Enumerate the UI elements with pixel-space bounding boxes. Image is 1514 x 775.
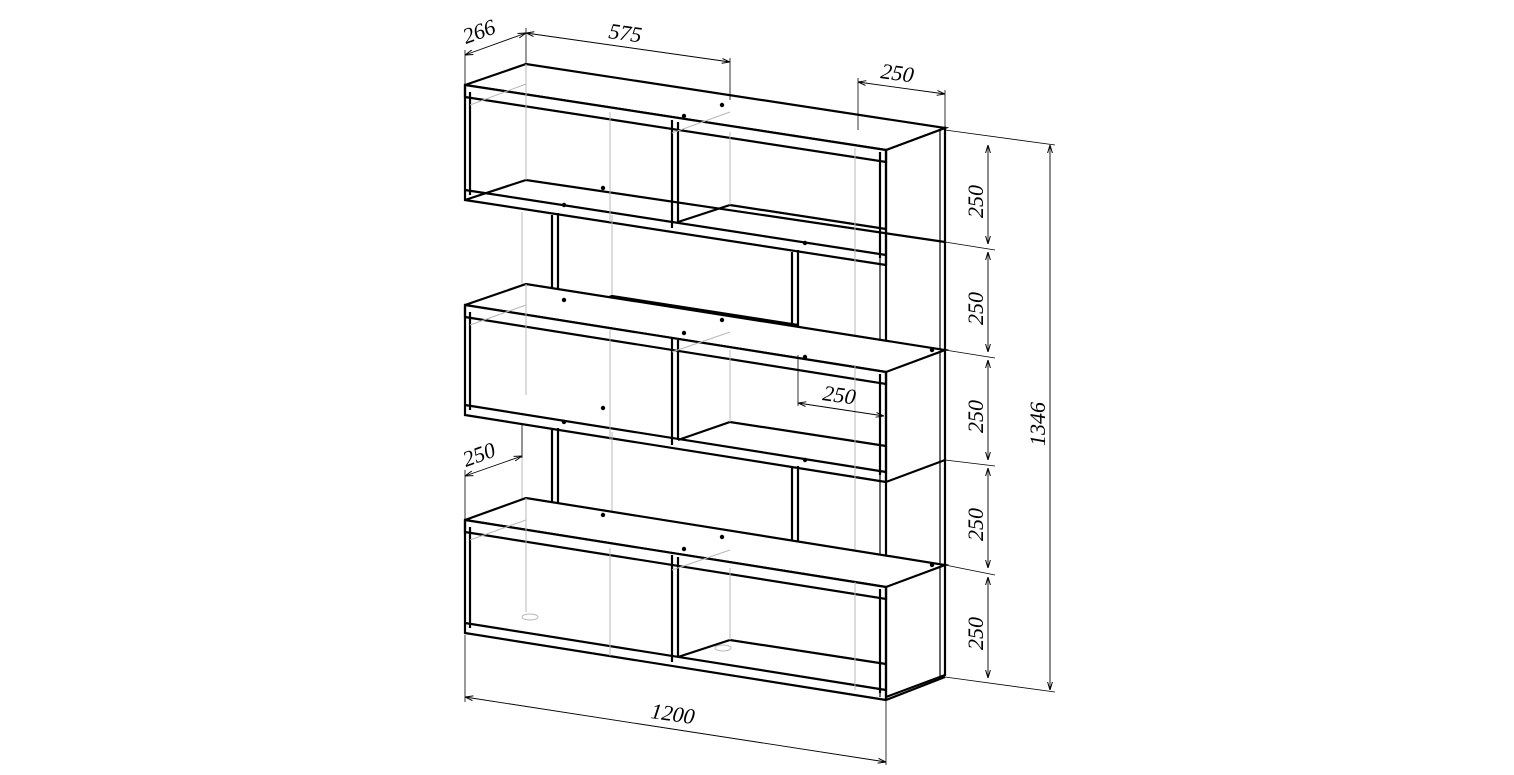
dimension-width-offset-top: 250 — [858, 58, 945, 130]
dimension-width-half-top: 575 — [526, 18, 730, 100]
dim-tier-3-label: 250 — [963, 400, 988, 433]
dim-tier-2-label: 250 — [963, 292, 988, 325]
shelf-tier-1 — [463, 62, 950, 267]
dim-total-height-label: 1346 — [1025, 402, 1050, 446]
dimension-inner-offset-mid: 250 — [798, 355, 884, 416]
dim-width-half-top-label: 575 — [607, 18, 643, 47]
dimension-total-height: 1346 — [1025, 145, 1050, 690]
dim-tier-4-label: 250 — [963, 508, 988, 541]
dim-width-offset-top-label: 250 — [879, 58, 915, 87]
dim-tier-1-label: 250 — [963, 185, 988, 218]
shelving-unit — [463, 62, 950, 702]
shelf-tier-5 — [463, 496, 950, 702]
dim-total-width-label: 1200 — [649, 698, 696, 729]
shelf-tier-3 — [463, 282, 950, 484]
dimension-annotations: 266 575 250 250 — [459, 14, 1056, 765]
right-side-panel — [879, 126, 947, 699]
fastener-dots — [561, 102, 935, 568]
dim-tier-5-label: 250 — [963, 617, 988, 650]
dim-depth-top-label: 266 — [459, 14, 499, 49]
dimension-tier-heights: 250 250 250 250 250 — [944, 129, 1056, 693]
dim-inner-offset-mid-label: 250 — [821, 380, 857, 409]
dimension-total-width: 1200 — [465, 635, 886, 765]
